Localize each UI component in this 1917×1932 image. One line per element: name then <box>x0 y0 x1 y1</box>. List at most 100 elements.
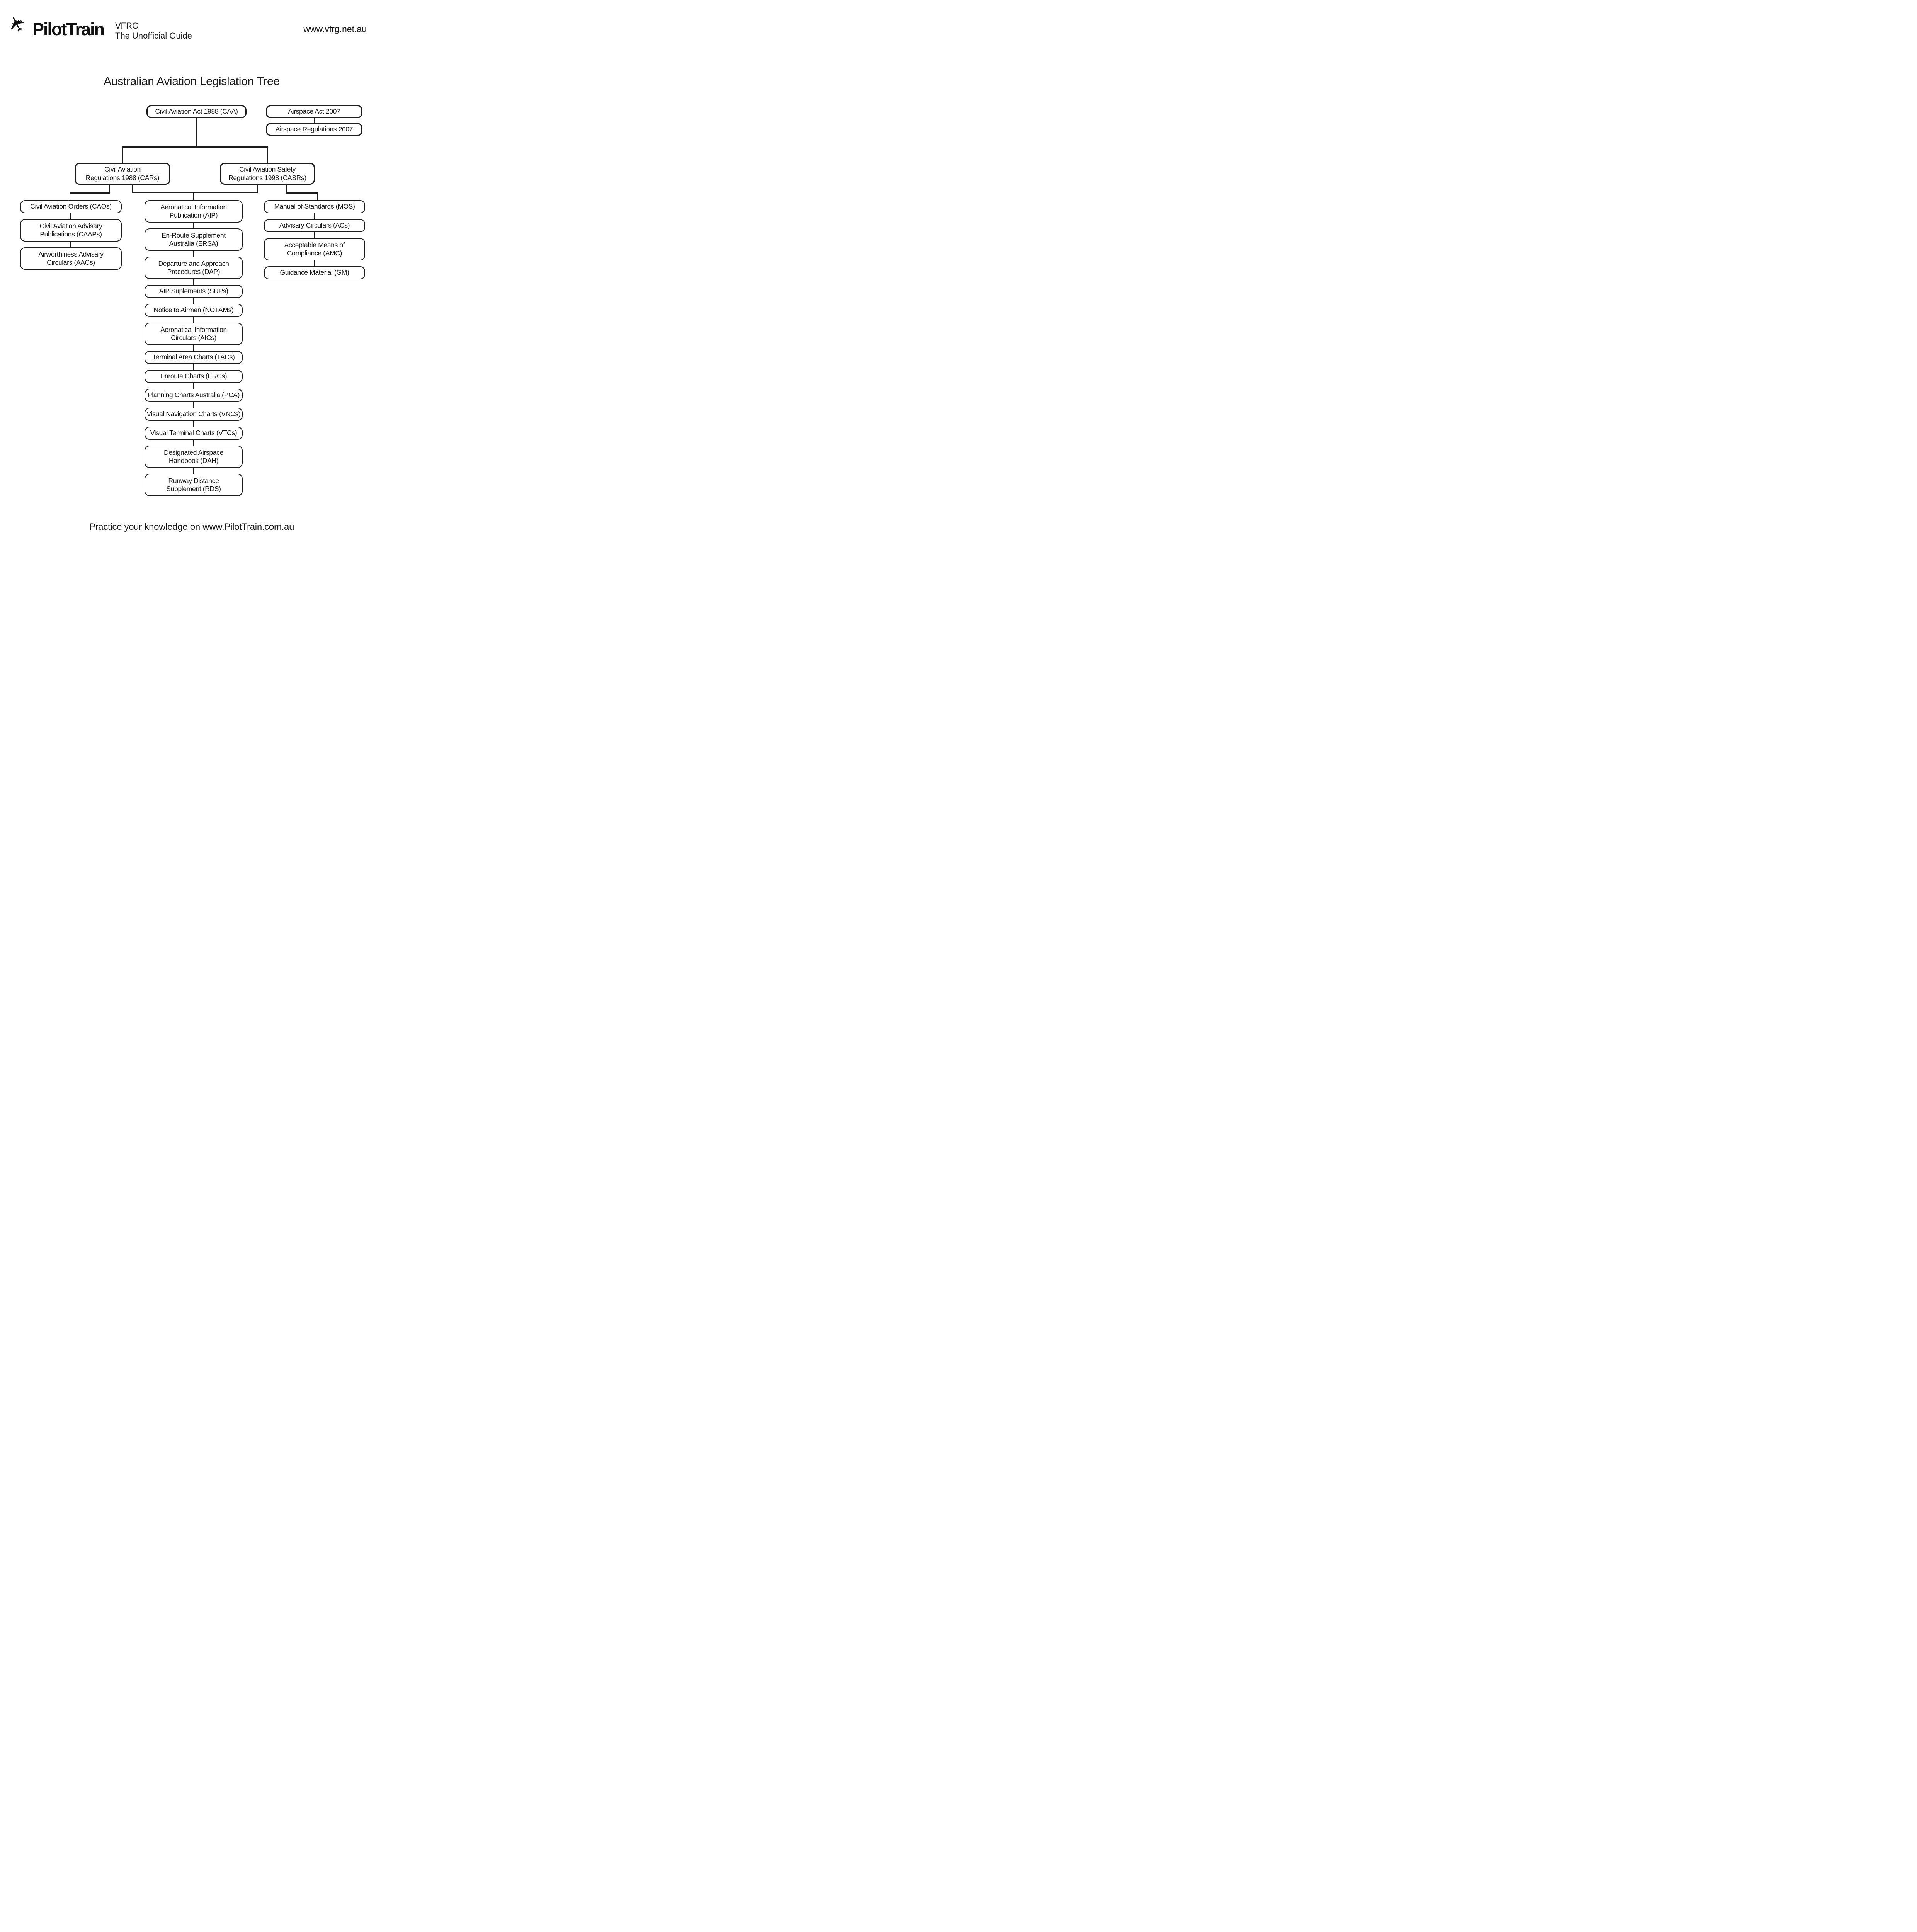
brand-name: PilotTrain <box>32 19 105 39</box>
node-label: Supplement (RDS) <box>166 485 221 493</box>
node-gm: Guidance Material (GM) <box>264 266 365 279</box>
node-aip: Aeronatical Information Publication (AIP… <box>145 200 243 223</box>
connector-dah-rds <box>193 468 194 474</box>
connector-act-to-regs <box>314 118 315 123</box>
node-label: Aeronatical Information <box>160 325 227 333</box>
document-page: ✈ PilotTrain VFRG The Unofficial Guide w… <box>0 0 383 542</box>
connector-casrs-right-drop <box>286 185 287 194</box>
node-acs: Advisary Circulars (ACs) <box>264 219 365 232</box>
node-label: Departure and Approach <box>158 259 229 267</box>
connector-shared-bar <box>132 192 258 193</box>
node-label: Advisary Circulars (ACs) <box>279 221 350 230</box>
connector-caa-split-bar <box>122 146 268 148</box>
node-label: Regulations 1988 (CARs) <box>85 173 160 182</box>
connector-cars-left-bar <box>70 192 110 194</box>
node-ercs: Enroute Charts (ERCs) <box>145 370 243 383</box>
node-label: Handbook (DAH) <box>168 457 219 464</box>
node-label: Visual Navigation Charts (VNCs) <box>146 410 241 418</box>
node-label: Regulations 1998 (CASRs) <box>228 173 306 182</box>
connector-casrs-left-drop <box>257 185 258 193</box>
connector-caos-caaps <box>70 213 71 219</box>
node-vncs: Visual Navigation Charts (VNCs) <box>145 408 243 421</box>
node-dah: Designated Airspace Handbook (DAH) <box>145 446 243 468</box>
node-dap: Departure and Approach Procedures (DAP) <box>145 257 243 279</box>
page-title: Australian Aviation Legislation Tree <box>104 75 280 88</box>
node-label: Civil Aviation Advisary <box>39 222 102 230</box>
node-label: Procedures (DAP) <box>167 268 220 276</box>
connector-tacs-ercs <box>193 364 194 370</box>
node-label: Notice to Airmen (NOTAMs) <box>153 306 234 314</box>
node-label: Manual of Standards (MOS) <box>274 202 355 211</box>
connector-to-aip <box>193 193 194 200</box>
node-sups: AIP Suplements (SUPs) <box>145 285 243 298</box>
node-label: Visual Terminal Charts (VTCs) <box>150 429 237 437</box>
connector-ersa-dap <box>193 251 194 257</box>
product-name: VFRG <box>115 21 139 31</box>
node-label: Australia (ERSA) <box>169 240 218 247</box>
node-label: Terminal Area Charts (TACs) <box>152 353 235 361</box>
node-civil-aviation-act: Civil Aviation Act 1988 (CAA) <box>146 105 247 118</box>
connector-amc-gm <box>314 260 315 266</box>
brand-tagline-block: VFRG The Unofficial Guide <box>115 21 192 41</box>
node-vtcs: Visual Terminal Charts (VTCs) <box>145 427 243 440</box>
node-notams: Notice to Airmen (NOTAMs) <box>145 304 243 317</box>
node-label: Guidance Material (GM) <box>280 269 349 277</box>
connector-ercs-pca <box>193 383 194 389</box>
product-subtitle: The Unofficial Guide <box>115 31 192 41</box>
connector-caaps-aacs <box>70 242 71 247</box>
node-caaps: Civil Aviation Advisary Publications (CA… <box>20 219 122 242</box>
node-aics: Aeronatical Information Circulars (AICs) <box>145 323 243 345</box>
node-label: Airspace Act 2007 <box>288 107 340 116</box>
node-label: En-Route Supplement <box>162 231 226 239</box>
connector-notams-aics <box>193 317 194 323</box>
node-label: Planning Charts Australia (PCA) <box>147 391 240 399</box>
node-label: Compliance (AMC) <box>287 249 342 257</box>
connector-aics-tacs <box>193 345 194 351</box>
connector-cars-right-drop <box>132 185 133 193</box>
node-mos: Manual of Standards (MOS) <box>264 200 365 213</box>
connector-sups-notams <box>193 298 194 304</box>
node-label: Circulars (AACs) <box>47 259 95 266</box>
node-label: Civil Aviation Orders (CAOs) <box>30 202 112 211</box>
airplane-icon: ✈ <box>3 10 32 37</box>
node-label: Designated Airspace <box>164 448 223 456</box>
node-ersa: En-Route Supplement Australia (ERSA) <box>145 228 243 251</box>
site-url: www.vfrg.net.au <box>303 24 367 34</box>
node-label: Airworthiness Advisary <box>38 250 104 258</box>
connector-vtcs-dah <box>193 440 194 446</box>
node-label: Publication (AIP) <box>169 211 218 219</box>
node-rds: Runway Distance Supplement (RDS) <box>145 474 243 496</box>
node-label: Civil Aviation Act 1988 (CAA) <box>155 107 238 116</box>
node-airspace-regulations: Airspace Regulations 2007 <box>266 123 362 136</box>
node-label: AIP Suplements (SUPs) <box>159 287 228 295</box>
node-aacs: Airworthiness Advisary Circulars (AACs) <box>20 247 122 270</box>
node-label: Enroute Charts (ERCs) <box>160 372 227 380</box>
connector-to-cars <box>122 147 123 163</box>
footer-tagline: Practice your knowledge on www.PilotTrai… <box>89 522 294 532</box>
node-airspace-act: Airspace Act 2007 <box>266 105 362 118</box>
connector-cars-left-drop <box>109 185 110 194</box>
node-pca: Planning Charts Australia (PCA) <box>145 389 243 402</box>
node-tacs: Terminal Area Charts (TACs) <box>145 351 243 364</box>
connector-caa-drop <box>196 118 197 148</box>
node-label: Civil Aviation Safety <box>239 165 296 173</box>
node-casrs: Civil Aviation Safety Regulations 1998 (… <box>220 163 315 185</box>
connector-acs-amc <box>314 232 315 238</box>
connector-dap-sups <box>193 279 194 285</box>
node-label: Aeronatical Information <box>160 203 227 211</box>
node-label: Airspace Regulations 2007 <box>275 125 353 133</box>
node-caos: Civil Aviation Orders (CAOs) <box>20 200 122 213</box>
node-label: Runway Distance <box>168 476 219 485</box>
connector-casrs-right-bar <box>286 192 318 194</box>
connector-to-mos <box>317 194 318 200</box>
connector-aip-ersa <box>193 223 194 228</box>
connector-pca-vncs <box>193 402 194 408</box>
node-cars: Civil Aviation Regulations 1988 (CARs) <box>75 163 170 185</box>
connector-mos-acs <box>314 213 315 219</box>
node-label: Acceptable Means of <box>284 241 345 249</box>
node-label: Circulars (AICs) <box>171 334 216 342</box>
node-label: Civil Aviation <box>104 165 141 173</box>
node-label: Publications (CAAPs) <box>40 230 102 238</box>
connector-to-casrs <box>267 147 268 163</box>
node-amc: Acceptable Means of Compliance (AMC) <box>264 238 365 260</box>
